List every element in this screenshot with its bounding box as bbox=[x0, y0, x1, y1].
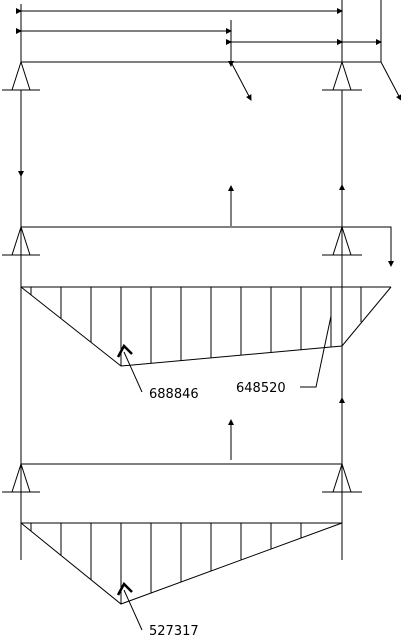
inclined-load-overhang bbox=[380, 61, 401, 101]
dimension-lines bbox=[16, 0, 382, 62]
moment-diagram-1 bbox=[20, 286, 392, 393]
leader-moment-1 bbox=[123, 351, 143, 393]
moment-diagram-2 bbox=[20, 522, 343, 631]
reactions-2 bbox=[228, 397, 345, 460]
support-right-3 bbox=[322, 462, 362, 493]
support-right-1 bbox=[322, 60, 362, 91]
support-right-2 bbox=[322, 225, 362, 256]
reactions-1 bbox=[18, 160, 345, 226]
moment-label-3: 527317 bbox=[149, 624, 199, 639]
support-left-3 bbox=[2, 462, 40, 493]
moment-label-1: 688846 bbox=[149, 387, 199, 402]
beam-1 bbox=[2, 56, 401, 101]
support-left-2 bbox=[2, 225, 40, 256]
beam-3 bbox=[2, 462, 362, 493]
leader-moment-2 bbox=[300, 315, 332, 388]
beam-2 bbox=[2, 225, 394, 267]
inclined-load-midspan bbox=[230, 61, 252, 101]
leader-moment-3 bbox=[123, 589, 143, 631]
support-left-1 bbox=[2, 60, 40, 91]
moment-label-2: 648520 bbox=[236, 381, 286, 396]
